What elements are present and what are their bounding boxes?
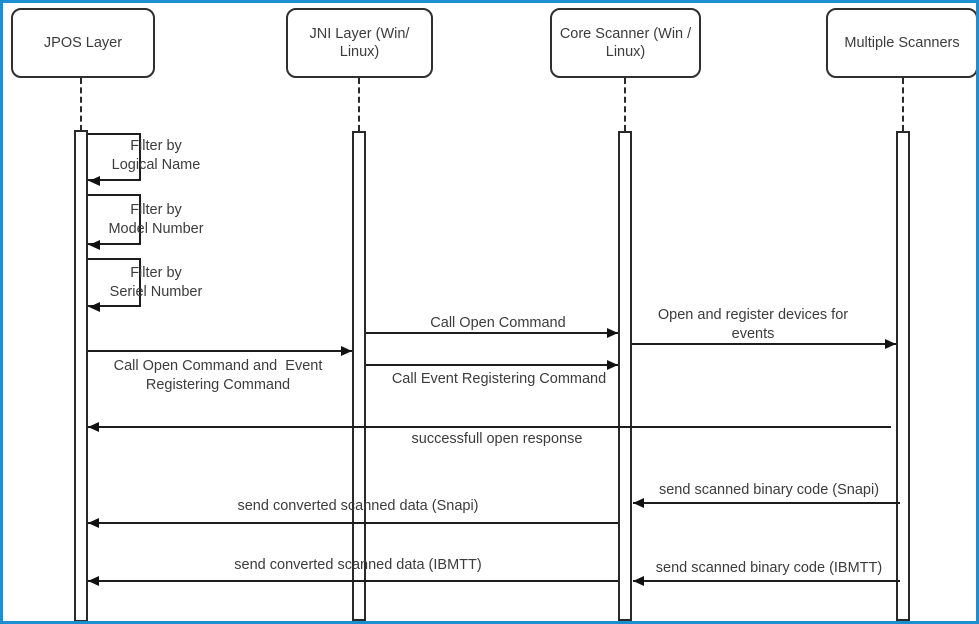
arrowhead-left-icon [89,176,100,186]
arrowhead-left-icon [88,576,99,586]
arrowhead-left-icon [89,302,100,312]
actor-label: JPOS Layer [43,35,123,51]
self-message-loop-filter-seriel-number [88,258,141,307]
message-label-send-converted-data-snapi: send converted scanned data (Snapi) [237,498,479,514]
arrowhead-left-icon [88,518,99,528]
message-label-call-open-command: Call Open Command [430,315,566,331]
arrowhead-right-icon [885,339,896,349]
activation-bar-jpos [74,130,88,621]
message-label-open-and-register-devices: Open and register devices for events [657,307,849,342]
arrowhead-right-icon [607,328,618,338]
message-label-successfull-open-response: successfull open response [411,431,583,447]
self-message-loop-filter-model-number [88,194,141,245]
arrowhead-left-icon [633,576,644,586]
lifeline-jni [358,78,360,131]
activation-bar-scanners [896,131,910,621]
arrowhead-left-icon [89,240,100,250]
self-message-loop-filter-logical-name [88,133,141,181]
self-message-label-filter-logical-name: Filter by Logical Name [111,138,201,173]
message-line-send-scanned-binary-ibmtt [633,580,900,582]
arrowhead-right-icon [341,346,352,356]
activation-bar-core [618,131,632,621]
self-message-label-filter-model-number: Filter by Model Number [108,202,204,237]
lifeline-scanners [902,78,904,131]
lifeline-jpos [80,78,82,131]
lifeline-core [624,78,626,131]
arrowhead-left-icon [88,422,99,432]
message-line-successfull-open-response [88,426,891,428]
actor-core-scanner: Core Scanner (Win / Linux) [550,8,701,78]
activation-bar-jni [352,131,366,621]
message-label-call-event-registering-command: Call Event Registering Command [391,371,607,387]
actor-multiple-scanners: Multiple Scanners [826,8,976,78]
actor-label: Multiple Scanners [844,35,960,51]
arrowhead-right-icon [607,360,618,370]
message-label-send-scanned-binary-snapi: send scanned binary code (Snapi) [658,482,880,498]
arrowhead-left-icon [633,498,644,508]
message-label-send-scanned-binary-ibmtt: send scanned binary code (IBMTT) [655,560,883,576]
message-line-call-open-command [366,332,618,334]
message-label-call-open-and-event-registering: Call Open Command and Event Registering … [113,358,323,393]
actor-label: Core Scanner (Win / Linux) [559,26,692,60]
message-line-call-event-registering-command [366,364,618,366]
message-line-call-open-and-event-registering [88,350,352,352]
message-line-send-scanned-binary-snapi [633,502,900,504]
message-line-open-and-register-devices [632,343,896,345]
self-message-label-filter-seriel-number: Filter by Seriel Number [109,265,203,300]
actor-jpos-layer: JPOS Layer [11,8,155,78]
actor-jni-layer: JNI Layer (Win/ Linux) [286,8,433,78]
actor-label: JNI Layer (Win/ Linux) [309,26,410,60]
message-label-send-converted-data-ibmtt: send converted scanned data (IBMTT) [234,557,482,573]
message-line-send-converted-data-snapi [88,522,618,524]
message-line-send-converted-data-ibmtt [88,580,618,582]
